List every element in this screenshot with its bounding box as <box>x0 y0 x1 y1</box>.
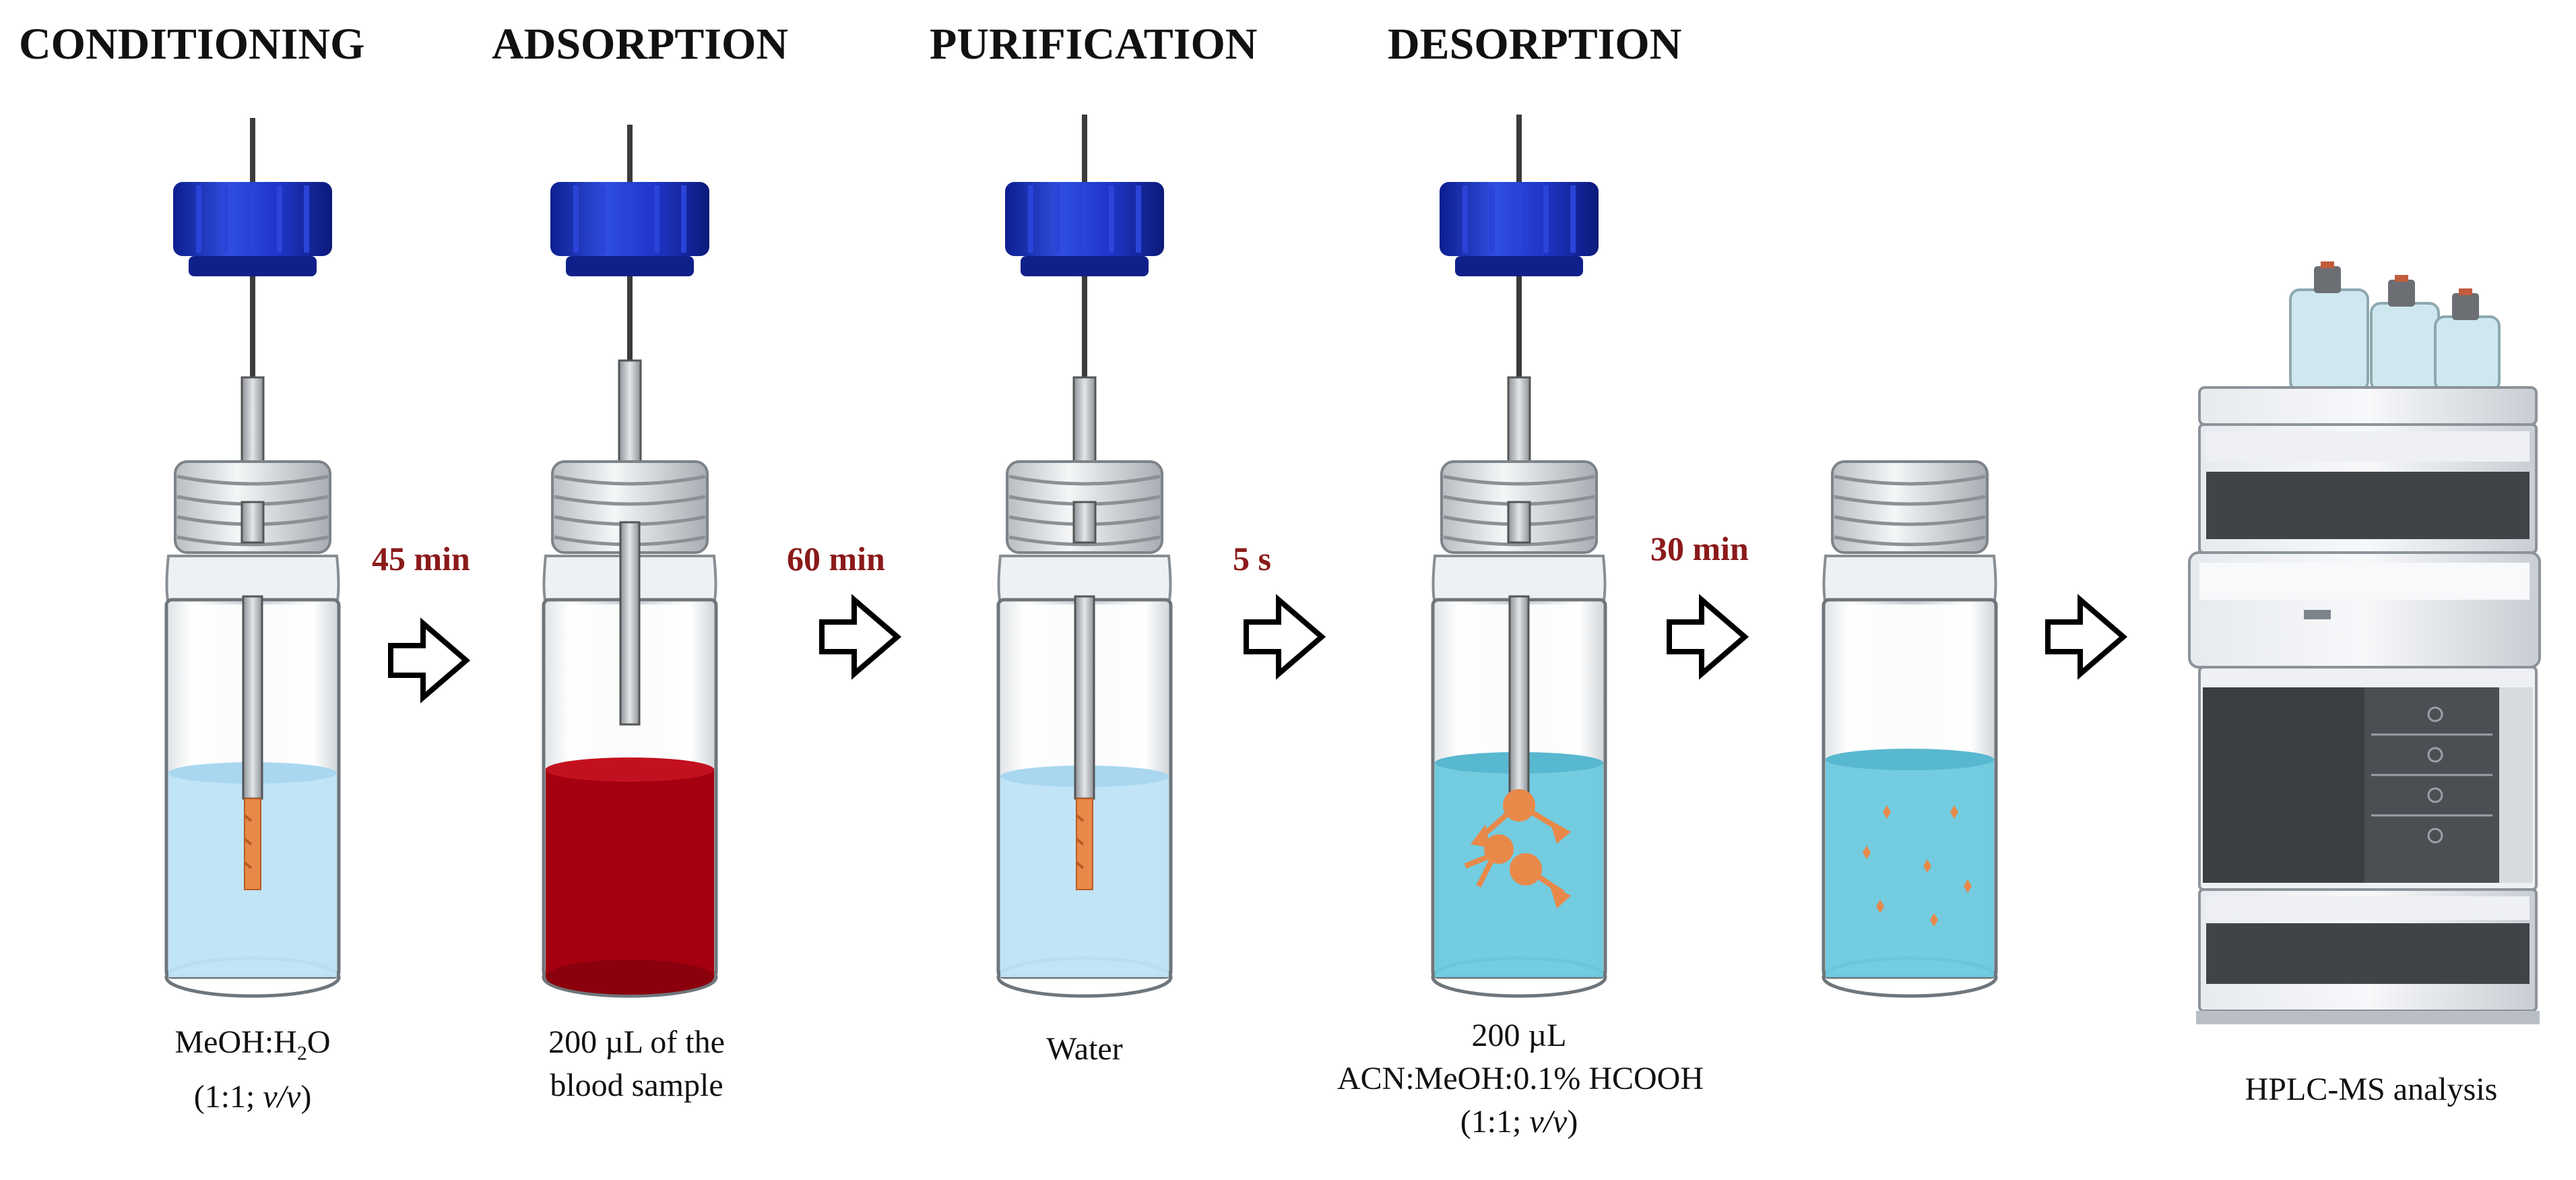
stage-title-purification: PURIFICATION <box>930 20 1258 69</box>
stage-title-desorption: DESORPTION <box>1388 20 1682 69</box>
caption-adsorption-line1: 200 µL of the <box>548 1024 725 1060</box>
stage-title-adsorption: ADSORPTION <box>492 20 789 69</box>
cap-icon <box>1440 182 1599 276</box>
vial-conditioning <box>166 118 339 996</box>
caption-desorption-line2: ACN:MeOH:0.1% HCOOH <box>1337 1061 1704 1096</box>
arrow-right-icon <box>822 600 897 674</box>
caption-purification: Water <box>1046 1031 1123 1067</box>
caption-hplc: HPLC-MS analysis <box>2245 1072 2498 1107</box>
hplc-instrument-icon <box>2188 261 2541 1024</box>
vial-extract <box>1824 462 1996 996</box>
cap-icon <box>173 182 332 276</box>
caption-conditioning-line2: (1:1; v/v) <box>193 1078 312 1115</box>
cap-icon <box>1005 182 1164 276</box>
caption-conditioning-line1: MeOH:H2O <box>174 1024 331 1065</box>
caption-conditioning: MeOH:H2O (1:1; v/v) <box>155 1021 350 1119</box>
vial-adsorption <box>544 125 716 996</box>
arrow-right-icon <box>391 623 466 697</box>
arrow-right-icon <box>2048 600 2123 674</box>
time-label-4: 30 min <box>1650 530 1749 567</box>
arrow-right-icon <box>1246 600 1322 674</box>
caption-desorption: 200 µL ACN:MeOH:0.1% HCOOH (1:1; v/v) <box>1337 1014 1704 1144</box>
time-label-3: 5 s <box>1233 540 1271 578</box>
caption-adsorption-line2: blood sample <box>550 1067 723 1103</box>
vial-desorption <box>1433 115 1605 996</box>
vial-purification <box>998 115 1171 996</box>
time-label-1: 45 min <box>372 540 470 578</box>
cap-icon <box>550 182 709 276</box>
caption-desorption-line1: 200 µL <box>1471 1018 1567 1053</box>
stage-title-conditioning: CONDITIONING <box>19 20 365 69</box>
time-label-2: 60 min <box>787 540 885 578</box>
caption-adsorption: 200 µL of the blood sample <box>512 1021 761 1107</box>
caption-desorption-line3: (1:1; v/v) <box>1460 1104 1578 1140</box>
arrow-right-icon <box>1669 600 1745 674</box>
